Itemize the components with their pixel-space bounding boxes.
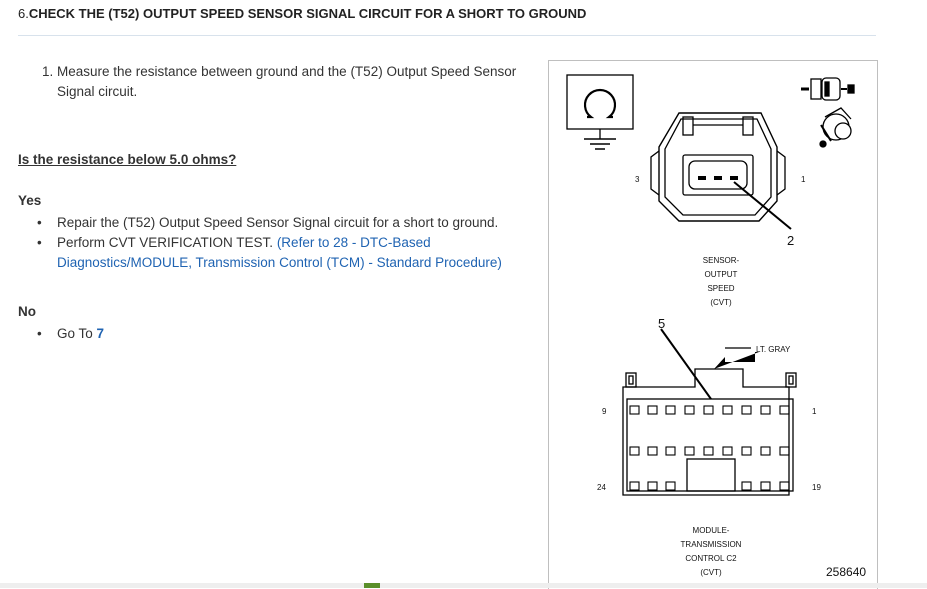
ohmmeter-icon — [566, 74, 634, 150]
module-connector — [622, 328, 797, 496]
figure-id: 258640 — [826, 565, 867, 579]
connector-diagram: 3 1 2 SENSOR- OUTPUT SPEED (CVT) 5 LT. G… — [566, 74, 855, 577]
sensor-callout: 2 — [787, 233, 794, 248]
no-action-goto-text: Go To — [57, 326, 93, 341]
yes-action-repair-text: Repair the (T52) Output Speed Sensor Sig… — [57, 215, 499, 230]
test-question: Is the resistance below 5.0 ohms? — [18, 152, 237, 167]
probe-dial-icon — [801, 77, 855, 148]
sensor-caption-line-4: (CVT) — [710, 298, 732, 307]
procedure-reference-link[interactable]: (Refer to 28 - DTC-Based Diagnostics/MOD… — [57, 235, 502, 270]
step-title: 6.CHECK THE (T52) OUTPUT SPEED SENSOR SI… — [18, 6, 586, 21]
sensor-connector — [650, 112, 792, 230]
module-caption-line-3: CONTROL C2 — [685, 554, 737, 563]
goto-step-link[interactable]: 7 — [96, 326, 105, 341]
yes-label: Yes — [18, 193, 42, 208]
wiring-figure: 3 1 2 SENSOR- OUTPUT SPEED (CVT) 5 LT. G… — [548, 60, 878, 589]
module-caption-line-4: (CVT) — [700, 568, 722, 577]
bottom-scroll-strip — [0, 583, 927, 588]
no-actions-list: Go To 7 — [18, 324, 538, 344]
yes-action-repair: Repair the (T52) Output Speed Sensor Sig… — [18, 213, 538, 233]
no-action-goto: Go To 7 — [18, 324, 538, 344]
module-pin-bottom-left: 24 — [597, 483, 606, 492]
module-pin-bottom-right: 19 — [812, 483, 821, 492]
bottom-strip-marker — [364, 583, 380, 588]
no-label: No — [18, 304, 36, 319]
sensor-caption: SENSOR- OUTPUT SPEED (CVT) — [703, 256, 740, 307]
module-caption-line-1: MODULE- — [693, 526, 730, 535]
yes-action-verify: Perform CVT VERIFICATION TEST. (Refer to… — [18, 233, 538, 273]
sensor-caption-line-2: OUTPUT — [705, 270, 738, 279]
yes-actions-list: Repair the (T52) Output Speed Sensor Sig… — [18, 213, 538, 273]
step-number: 6. — [18, 6, 29, 21]
module-callout: 5 — [658, 316, 665, 331]
sensor-pin-right: 1 — [801, 175, 806, 184]
title-divider — [18, 35, 876, 36]
sensor-caption-line-1: SENSOR- — [703, 256, 740, 265]
sensor-caption-line-3: SPEED — [707, 284, 734, 293]
yes-action-verify-text: Perform CVT VERIFICATION TEST. — [57, 235, 274, 250]
instruction-number: 1. — [42, 64, 54, 79]
step-title-text: CHECK THE (T52) OUTPUT SPEED SENSOR SIGN… — [28, 6, 587, 21]
instruction-text: Measure the resistance between ground an… — [57, 64, 517, 99]
module-pin-top-left: 9 — [602, 407, 607, 416]
module-pin-top-right: 1 — [812, 407, 817, 416]
sensor-pin-left: 3 — [635, 175, 640, 184]
module-caption-line-2: TRANSMISSION — [681, 540, 742, 549]
module-caption: MODULE- TRANSMISSION CONTROL C2 (CVT) — [681, 526, 742, 577]
wire-color-label: LT. GRAY — [756, 345, 791, 354]
